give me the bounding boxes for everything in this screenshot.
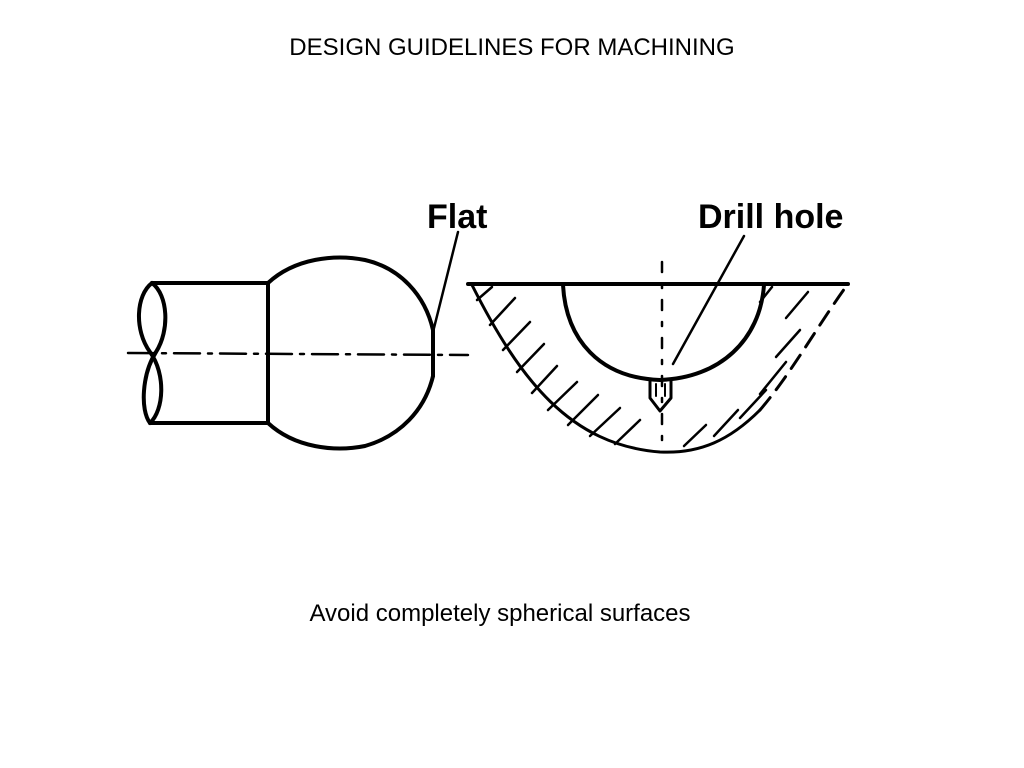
spherical-cavity [561, 283, 766, 382]
flat-callout: Flat [427, 198, 487, 236]
drill-hole-callout: Drill hole [698, 198, 843, 236]
shaft-break-line-inner [141, 281, 168, 425]
shaft-body [148, 281, 270, 425]
section-hatching [475, 285, 810, 448]
flat-leader-line [431, 230, 460, 334]
slide-title: DESIGN GUIDELINES FOR MACHINING [289, 34, 735, 61]
drill-hole [648, 378, 673, 413]
shaft-center-line [126, 351, 470, 357]
shaft-with-flat-view: Flat [126, 198, 487, 451]
drill-hole-leader-line [671, 234, 746, 366]
slide-caption: Avoid completely spherical surfaces [309, 600, 691, 627]
section-dashed-boundary [758, 286, 847, 412]
section-outer-boundary [470, 283, 762, 454]
spherical-cavity-view: Drill hole [466, 198, 850, 454]
